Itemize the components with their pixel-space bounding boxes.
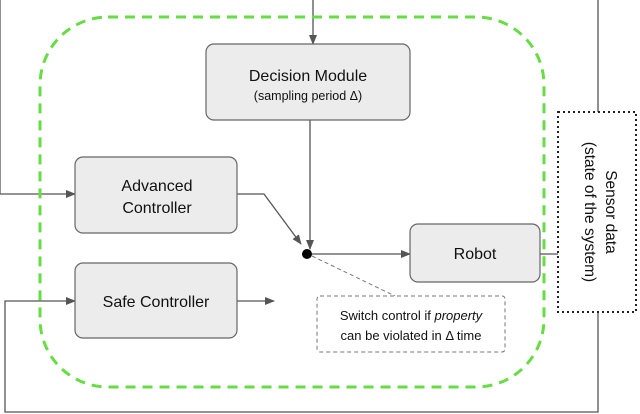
sensor-data-label-line1: Sensor data — [602, 170, 619, 254]
feedback-wire-left-top — [0, 0, 76, 198]
robot-label: Robot — [454, 246, 497, 263]
decision-module-box: Decision Module (sampling period Δ) — [205, 43, 411, 121]
switch-dot — [302, 249, 312, 259]
advanced-controller-label-line1: Advanced — [121, 178, 192, 195]
advanced-controller-label-line2: Controller — [122, 200, 192, 217]
switch-note-line1: Switch control if property — [340, 308, 484, 323]
decision-module-subtitle: (sampling period Δ) — [254, 89, 362, 103]
sensor-data-box: Sensor data (state of the system) — [557, 111, 637, 313]
advanced-to-switch-wire — [237, 193, 302, 245]
safe-controller-label: Safe Controller — [103, 294, 210, 311]
switch-note-line2: can be violated in Δ time — [341, 328, 482, 343]
note-connector — [311, 255, 396, 297]
safe-controller-box: Safe Controller — [74, 262, 238, 339]
feedback-wire-bottom — [4, 297, 599, 413]
switch-note-box: Switch control if property can be violat… — [316, 295, 506, 353]
advanced-controller-box: Advanced Controller — [74, 156, 238, 234]
sensor-data-label-line2: (state of the system) — [581, 142, 598, 282]
switch-note-prefix: Switch control if — [340, 308, 435, 323]
switch-note-emphasis: property — [433, 308, 483, 323]
decision-module-title: Decision Module — [249, 68, 367, 85]
robot-box: Robot — [409, 223, 541, 283]
